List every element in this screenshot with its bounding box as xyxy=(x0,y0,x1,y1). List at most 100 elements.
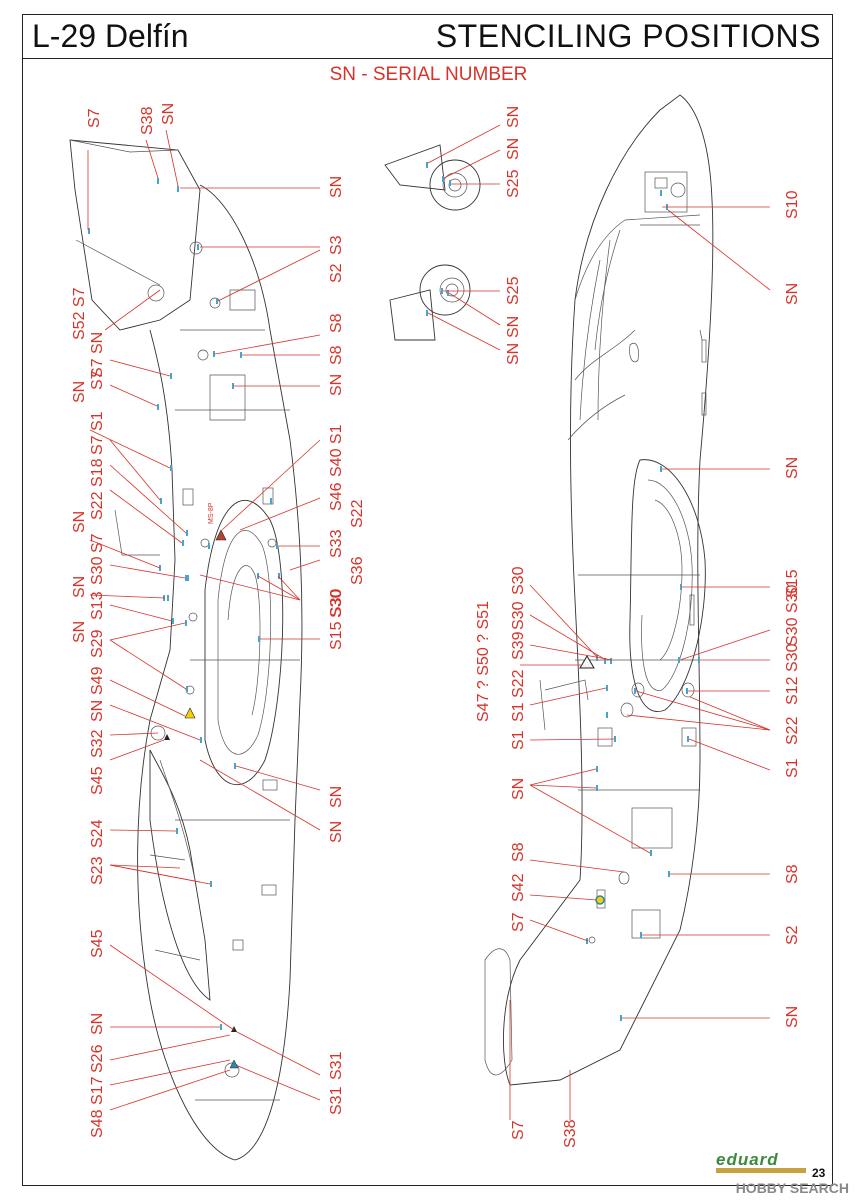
lbl-r-right-3: SN xyxy=(784,457,801,479)
left-stencil-markers xyxy=(88,178,280,1030)
lbl-r-left-2: S30 xyxy=(510,601,527,630)
page-frame xyxy=(22,14,833,1186)
lbl-l-left-6: S18 xyxy=(89,458,106,487)
lbl-l-right-5: S8 xyxy=(328,345,345,365)
page-title-section: STENCILING POSITIONS xyxy=(435,18,821,54)
lbl-l-left-3: S7 xyxy=(89,370,106,390)
lbl-r-right-1: S10 xyxy=(784,190,801,219)
left-warning-triangle-red xyxy=(215,529,227,541)
lbl-r-left-5: S1 S22 xyxy=(510,669,527,722)
right-callout-lines xyxy=(509,206,771,1120)
center-wingtip-views xyxy=(384,124,501,351)
left-view-labels: S7 S38 SN SN S3 S2 S8 S8 SN S40 S1 S46 S… xyxy=(71,103,366,1138)
lbl-l-right-4: S8 xyxy=(328,313,345,333)
lbl-l-left-15: S49 xyxy=(89,666,106,695)
right-warning-triangle xyxy=(579,655,595,669)
lbl-w-top-1: SN xyxy=(505,106,522,128)
eduard-logo: eduard xyxy=(716,1150,779,1169)
lbl-r-left-8: S8 xyxy=(510,842,527,862)
lbl-l-right-14: SN xyxy=(328,786,345,808)
lbl-l-left-24: S17 xyxy=(89,1076,106,1105)
lbl-r-right-6: S30 xyxy=(784,643,801,672)
lbl-l-right-1: SN xyxy=(328,176,345,198)
right-roundel-marker xyxy=(595,895,605,905)
legend-serial-number: SN - SERIAL NUMBER xyxy=(329,64,528,85)
lbl-r-left-1: S30 xyxy=(510,566,527,595)
lbl-l-right-3: S2 xyxy=(328,263,345,283)
page-title-model: L-29 Delfín xyxy=(32,18,189,54)
left-warning-triangle-blue xyxy=(229,1059,239,1069)
lbl-l-right-11: S36 xyxy=(349,556,366,585)
lbl-l-left-23: S26 xyxy=(89,1044,106,1073)
lbl-r-right-4: S15 xyxy=(784,569,801,598)
eduard-logo-bar xyxy=(716,1168,806,1173)
lbl-l-left-9: S7 xyxy=(89,533,106,553)
lbl-l-right-12: S30 xyxy=(328,589,345,618)
left-warning-triangle-yellow xyxy=(184,707,196,719)
lbl-l-left-5: S7 S1 xyxy=(89,411,106,455)
lbl-r-left-10: S7 xyxy=(510,912,527,932)
lbl-l-left-1: S52 S7 xyxy=(71,287,88,340)
lbl-r-right-11: S2 xyxy=(784,925,801,945)
page-number: 23 xyxy=(812,1166,826,1180)
lbl-l-left-14: S29 xyxy=(89,629,106,658)
lbl-r-right-8: S22 xyxy=(784,716,801,745)
lbl-l-left-12: S13 xyxy=(89,591,106,620)
left-callout-lines xyxy=(87,129,321,1111)
lbl-l-left-11: SN xyxy=(71,576,88,598)
lbl-l-left-18: S45 xyxy=(89,766,106,795)
ms-label: MS-8P xyxy=(208,502,215,524)
lbl-l-left-8: SN xyxy=(71,511,88,533)
right-view-labels: S10 SN SN S15 S30 S30 S30 S12 S22 S1 S8 … xyxy=(475,190,801,1148)
lbl-l-right-8: S46 xyxy=(328,482,345,511)
lbl-l-left-2: S7 SN xyxy=(89,332,106,378)
lbl-l-left-13: SN xyxy=(71,621,88,643)
lbl-r-right-7: S12 xyxy=(784,676,801,705)
lbl-l-right-15: SN xyxy=(328,821,345,843)
lbl-l-right-7: S40 S1 xyxy=(328,424,345,477)
lbl-r-left-4: S47 ? S50 ? S51 xyxy=(475,601,492,722)
lbl-l-left-21: S45 xyxy=(89,929,106,958)
lbl-l-top-1: S7 xyxy=(86,108,103,128)
lbl-l-right-16: S31 xyxy=(328,1051,345,1080)
center-wingtip-labels: SN SN S25 S25 SN SN xyxy=(505,106,522,365)
lbl-l-left-22: SN xyxy=(89,1013,106,1035)
lbl-l-right-6: SN xyxy=(328,374,345,396)
lbl-l-right-17: S31 xyxy=(328,1086,345,1115)
left-warning-triangle-black-tail xyxy=(231,1026,237,1032)
lbl-l-right-2: S3 xyxy=(328,235,345,255)
lbl-w-top-2: SN xyxy=(505,138,522,160)
watermark: HOBBY SEARCH xyxy=(735,1180,849,1196)
lbl-r-right-9: S1 xyxy=(784,758,801,778)
lbl-l-left-19: S24 xyxy=(89,819,106,848)
lbl-l-left-7: S22 xyxy=(89,491,106,520)
lbl-l-top-2: S38 xyxy=(139,106,156,135)
left-warning-triangle-black xyxy=(164,734,170,740)
lbl-r-left-3: S39 xyxy=(510,631,527,660)
lbl-r-right-2: SN xyxy=(784,283,801,305)
lbl-l-left-20: S23 xyxy=(89,856,106,885)
header-divider xyxy=(22,58,833,59)
lbl-w-bot-1: S25 xyxy=(505,276,522,305)
right-stencil-markers xyxy=(586,190,700,1021)
lbl-l-right-9: S22 xyxy=(349,499,366,528)
lbl-r-left-9: S42 xyxy=(510,873,527,902)
lbl-l-left-16: SN xyxy=(89,700,106,722)
lbl-r-left-6: S1 xyxy=(510,730,527,750)
lbl-l-right-13: S15 S30 xyxy=(328,589,345,650)
lbl-w-top-3: S25 xyxy=(505,169,522,198)
lbl-r-left-11: S7 xyxy=(510,1120,527,1140)
lbl-r-right-12: SN xyxy=(784,1006,801,1028)
lbl-l-right-10: S33 xyxy=(328,529,345,558)
lbl-l-top-3: SN xyxy=(160,103,177,125)
lbl-l-left-4: SN xyxy=(71,381,88,403)
lbl-l-left-17: S32 xyxy=(89,729,106,758)
lbl-w-bot-3: SN xyxy=(505,343,522,365)
lbl-w-bot-2: SN xyxy=(505,316,522,338)
lbl-r-right-10: S8 xyxy=(784,864,801,884)
lbl-l-left-10: S30 xyxy=(89,556,106,585)
lbl-r-left-12: S38 xyxy=(562,1119,579,1148)
lbl-r-right-5: S30 S30 xyxy=(784,585,801,646)
lbl-r-left-7: SN xyxy=(510,778,527,800)
